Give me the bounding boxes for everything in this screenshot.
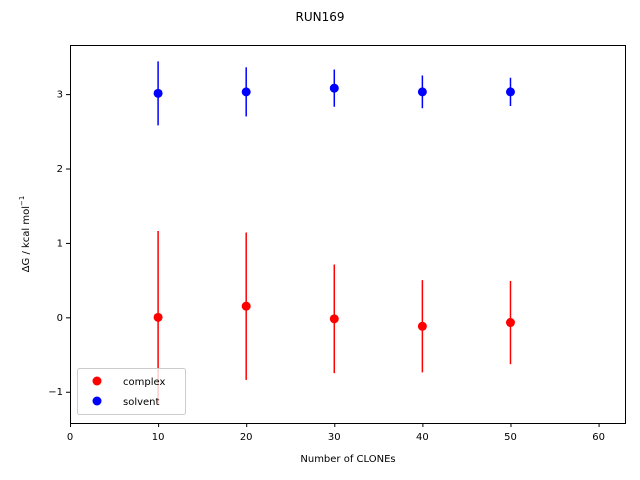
y-axis: −1 0 1 2 3: [48, 90, 70, 398]
y-tick-label: 2: [57, 164, 63, 175]
x-tick-label: 40: [416, 432, 429, 443]
x-tick-label: 30: [328, 432, 341, 443]
legend: complex solvent: [77, 368, 186, 415]
solvent-point: [153, 88, 163, 98]
y-axis-title-main: ΔG / kcal mol: [21, 206, 32, 272]
solvent-point: [329, 83, 339, 93]
error-bars: [157, 61, 512, 404]
legend-marker-solvent: [92, 396, 102, 406]
complex-point: [417, 321, 427, 331]
legend-label-complex: complex: [123, 377, 165, 388]
y-tick-label: −1: [48, 387, 63, 398]
y-tick-label: 1: [57, 238, 63, 249]
y-axis-title-superscript: −1: [18, 196, 26, 206]
legend-label-solvent: solvent: [123, 397, 160, 408]
plot-frame: [70, 45, 626, 424]
y-tick-label: 3: [57, 90, 63, 101]
x-tick-label: 10: [152, 432, 165, 443]
x-tick-label: 20: [240, 432, 253, 443]
y-axis-title: ΔG / kcal mol−1: [18, 196, 32, 273]
complex-point: [329, 314, 339, 324]
legend-box: [77, 368, 186, 415]
legend-marker-complex: [92, 376, 102, 386]
complex-point: [153, 312, 163, 322]
x-axis: 0 10 20 30 40 50 60: [67, 423, 605, 443]
solvent-point: [417, 87, 427, 97]
x-tick-label: 0: [67, 432, 73, 443]
x-tick-label: 50: [504, 432, 517, 443]
data-points: [153, 83, 515, 331]
y-tick-label: 0: [57, 313, 63, 324]
complex-point: [505, 318, 515, 328]
x-tick-label: 60: [592, 432, 605, 443]
chart-title: RUN169: [295, 10, 344, 24]
solvent-point: [241, 87, 251, 97]
complex-point: [241, 301, 251, 311]
solvent-point: [505, 87, 515, 97]
x-axis-title: Number of CLONEs: [300, 454, 395, 465]
